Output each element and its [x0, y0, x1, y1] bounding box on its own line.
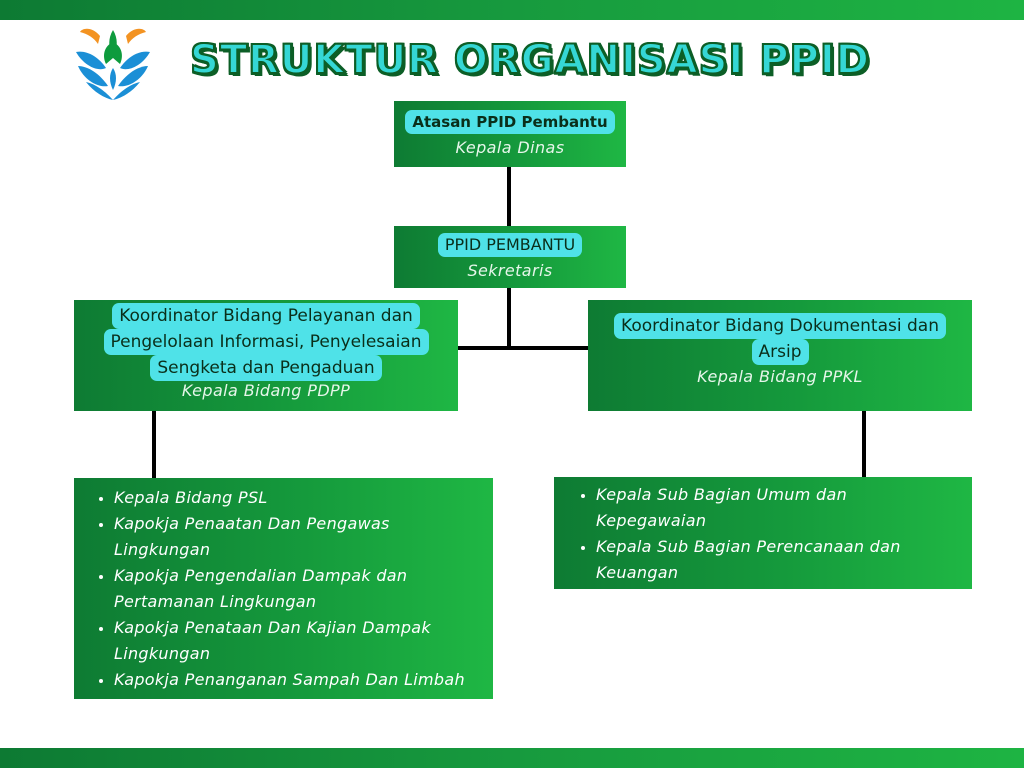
- member-item: Kapokja Penanganan Sampah Dan Limbah: [114, 667, 474, 693]
- member-item: Kapokja Penaatan Dan Pengawas Lingkungan: [114, 511, 474, 563]
- page-title: STRUKTUR ORGANISASI PPID: [189, 36, 870, 84]
- atasan-position: Kepala Dinas: [455, 138, 565, 157]
- koordinator-left-role-line: Koordinator Bidang Pelayanan dan: [112, 303, 420, 329]
- dlh-logo-icon: [76, 28, 150, 100]
- ppid-position: Sekretaris: [467, 261, 553, 280]
- koordinator-right-role-line: Koordinator Bidang Dokumentasi dan: [614, 313, 946, 339]
- member-item: Kapokja Penataan Dan Kajian Dampak Lingk…: [114, 615, 474, 667]
- atasan-box: Atasan PPID Pembantu Kepala Dinas: [394, 101, 626, 167]
- ppid-box: PPID PEMBANTU Sekretaris: [394, 226, 626, 288]
- koordinator-left-role-line: Sengketa dan Pengaduan: [150, 355, 382, 381]
- atasan-role: Atasan PPID Pembantu: [405, 110, 615, 134]
- ppid-role: PPID PEMBANTU: [437, 233, 583, 257]
- koordinator-left-position: Kepala Bidang PDPP: [181, 381, 351, 400]
- member-item: Kepala Sub Bagian Perencanaan dan Keuang…: [596, 534, 926, 586]
- bottom-accent-band: [0, 748, 1024, 768]
- members-right-box: Kepala Sub Bagian Umum dan Kepegawaian K…: [554, 477, 972, 589]
- koordinator-left-box: Koordinator Bidang Pelayanan dan Pengelo…: [74, 300, 458, 411]
- member-item: Kepala Bidang PSL: [114, 485, 474, 511]
- koordinator-right-role-line: Arsip: [751, 339, 809, 365]
- member-item: Kepala Sub Bagian Umum dan Kepegawaian: [596, 482, 926, 534]
- koordinator-right-position: Kepala Bidang PPKL: [697, 367, 863, 386]
- member-item: Kapokja Pengendalian Dampak dan Pertaman…: [114, 563, 474, 615]
- koordinator-left-role-line: Pengelolaan Informasi, Penyelesaian: [103, 329, 429, 355]
- koordinator-right-box: Koordinator Bidang Dokumentasi dan Arsip…: [588, 300, 972, 411]
- members-left-box: Kepala Bidang PSL Kapokja Penaatan Dan P…: [74, 478, 493, 699]
- top-accent-band: [0, 0, 1024, 20]
